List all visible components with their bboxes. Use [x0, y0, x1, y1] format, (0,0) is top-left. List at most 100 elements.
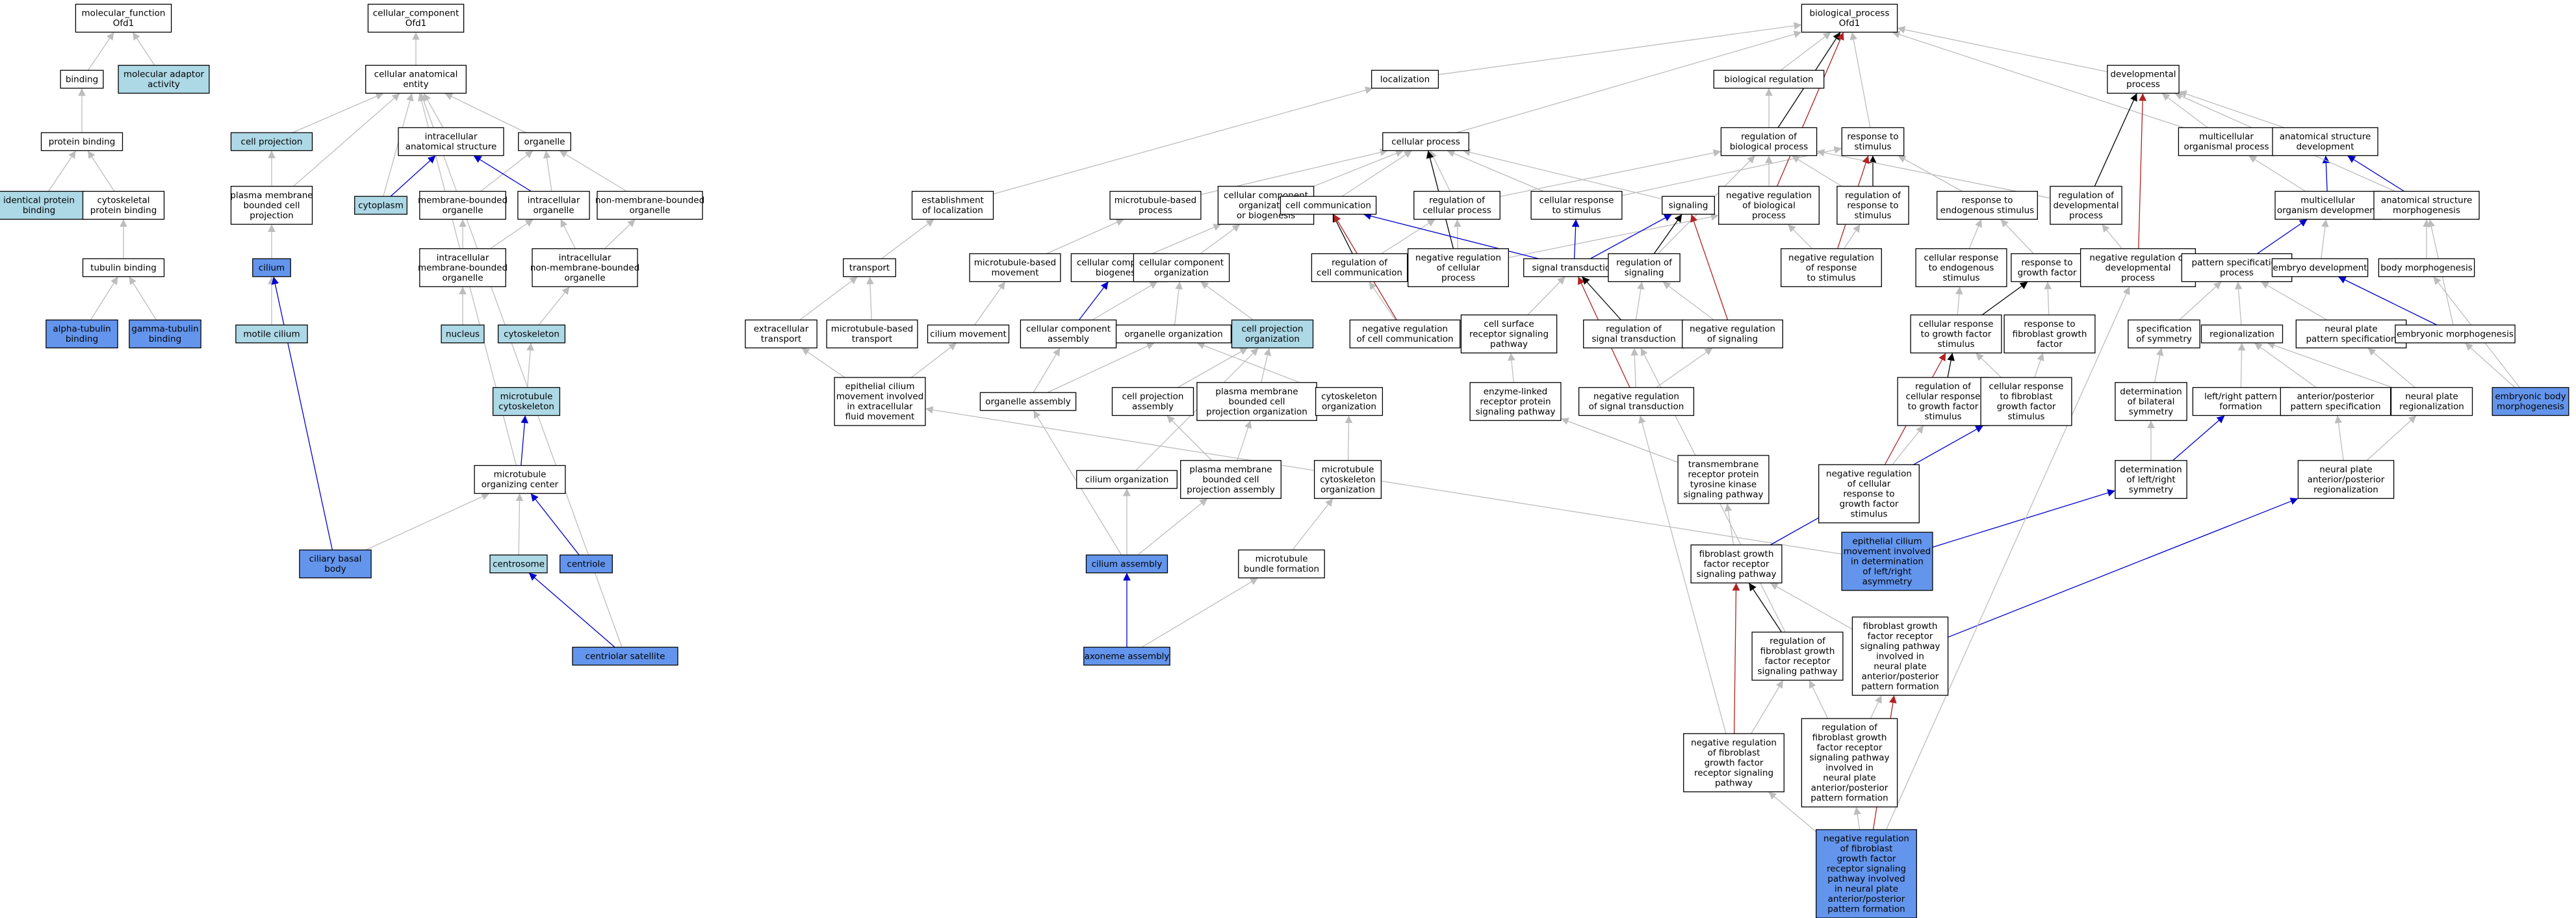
- go-term-localization[interactable]: localization: [1371, 70, 1439, 89]
- go-term-organelle[interactable]: organelle: [518, 132, 571, 151]
- go-term-cytoplasm[interactable]: cytoplasm: [354, 196, 407, 215]
- go-term-inmbo[interactable]: intracellularnon-membrane-boundedorganel…: [530, 248, 639, 287]
- go-term-regionalization[interactable]: regionalization: [2200, 324, 2284, 344]
- go-term-embmorph[interactable]: embryonic morphogenesis: [2395, 324, 2516, 344]
- go-term-nucleus[interactable]: nucleus: [441, 324, 485, 344]
- go-term-centsat[interactable]: centriolar satellite: [572, 646, 678, 666]
- go-term-cytoskeleton[interactable]: cytoskeleton: [497, 324, 566, 344]
- go-term-cellproc[interactable]: cellular process: [1382, 132, 1469, 151]
- go-term-cellproj[interactable]: cell projection: [230, 132, 313, 151]
- go-term-centrosome[interactable]: centrosome: [489, 554, 548, 574]
- go-term-binding[interactable]: binding: [60, 70, 104, 89]
- go-term-sigtrans[interactable]: signal transduction: [1523, 258, 1625, 277]
- go-term-bioreg[interactable]: biological regulation: [1713, 70, 1825, 89]
- go-term-cilium[interactable]: cilium: [252, 258, 291, 277]
- go-term-ciliumassembly[interactable]: cilium assembly: [1085, 554, 1168, 574]
- go-term-protbind[interactable]: protein binding: [40, 132, 123, 151]
- go-term-axoneme[interactable]: axoneme assembly: [1083, 646, 1170, 666]
- go-term-cilorg[interactable]: cilium organization: [1076, 470, 1178, 489]
- go-term-negregdev[interactable]: negative regulation ofdevelopmentalproce…: [2080, 248, 2196, 287]
- go-term-bodymorph[interactable]: body morphogenesis: [2378, 258, 2475, 277]
- go-term-transport[interactable]: transport: [843, 258, 896, 277]
- go-term-motcil[interactable]: motile cilium: [235, 324, 308, 344]
- go-term-cellcomm[interactable]: cell communication: [1280, 196, 1377, 215]
- go-term-orgorg[interactable]: organelle organization: [1115, 324, 1232, 344]
- go-term-tubbind[interactable]: tubulin binding: [82, 258, 165, 277]
- go-term-cilmove[interactable]: cilium movement: [927, 324, 1010, 344]
- go-term-npapreg[interactable]: neural plateanterior/posteriorregionaliz…: [2297, 460, 2395, 499]
- go-term-embdev[interactable]: embryo development: [2271, 258, 2369, 277]
